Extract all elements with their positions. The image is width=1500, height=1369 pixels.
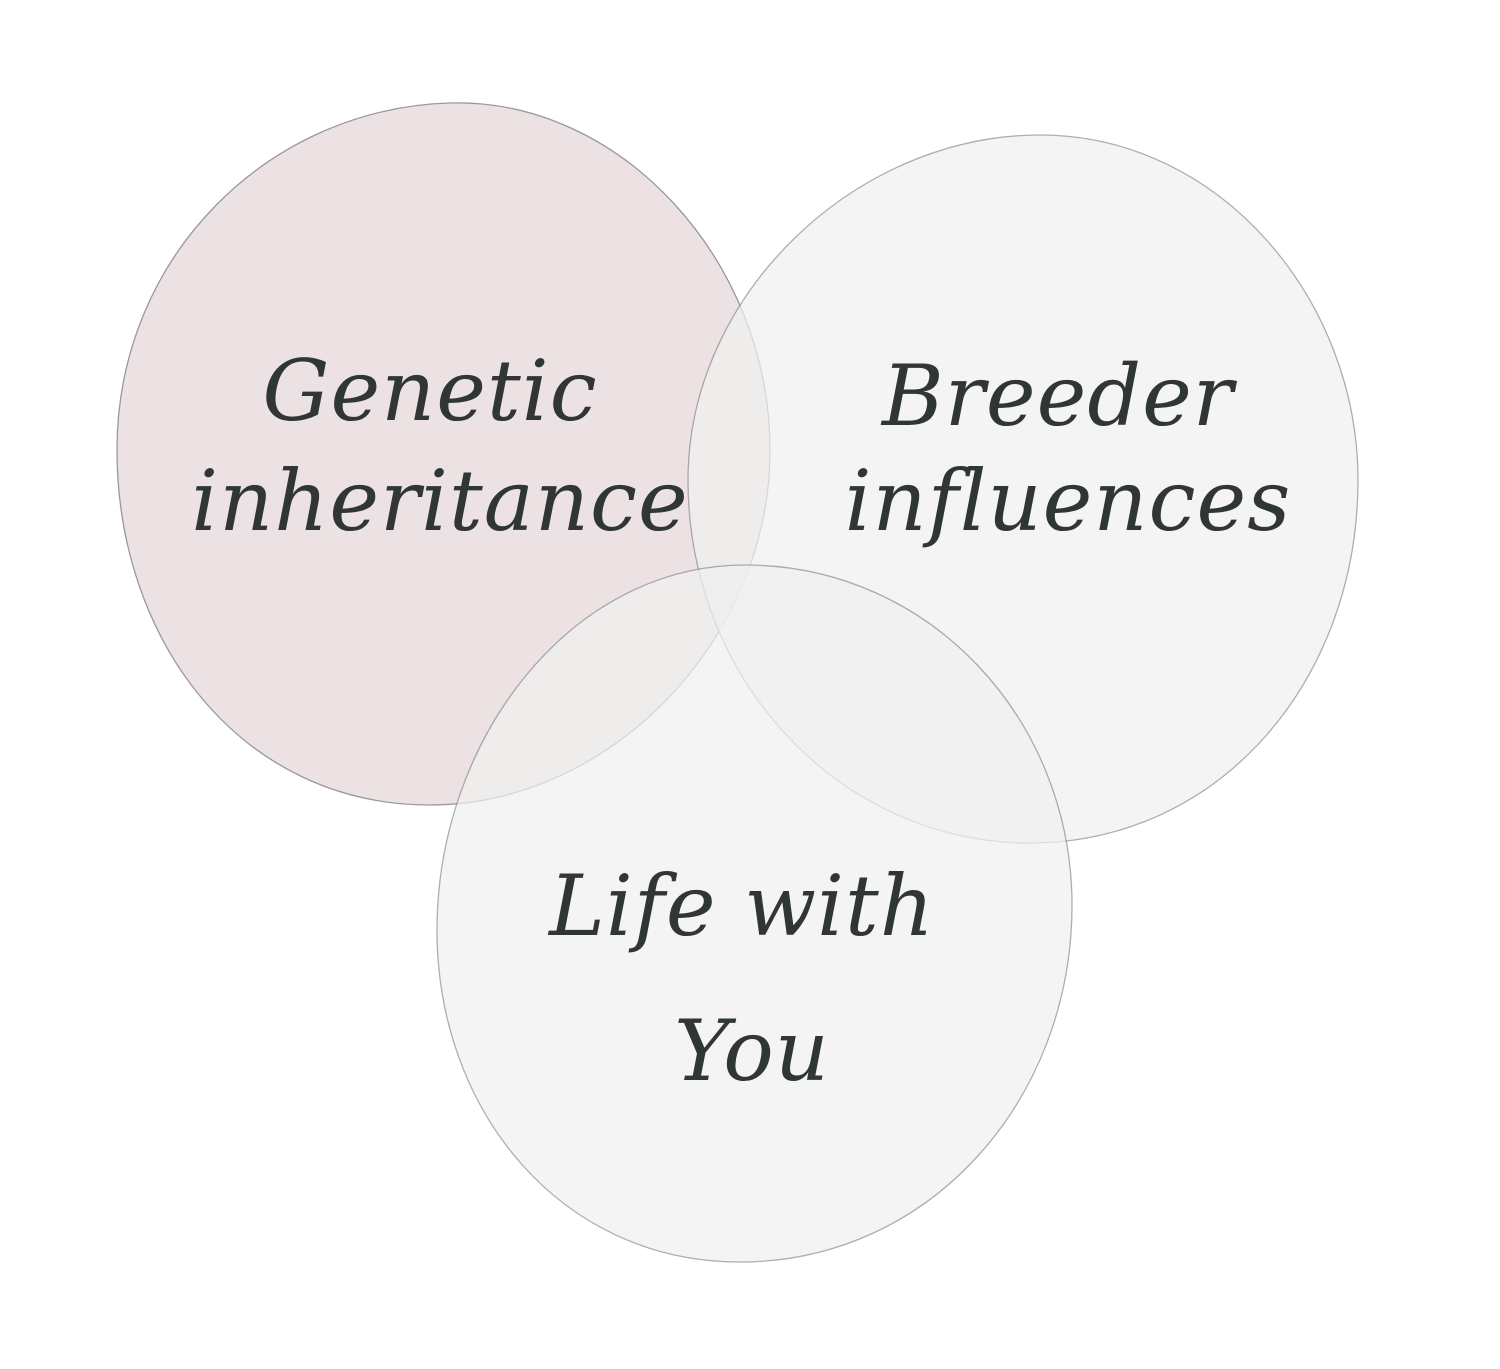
- label-breeder-line1: Breeder: [880, 347, 1238, 445]
- label-life-line1: Life with: [547, 857, 935, 955]
- label-life-line2: You: [674, 1002, 830, 1100]
- label-breeder-line2: influences: [845, 452, 1292, 550]
- label-genetic-line1: Genetic: [262, 342, 597, 440]
- label-genetic-line2: inheritance: [191, 452, 689, 550]
- circle-life-with-you: [436, 564, 1073, 1263]
